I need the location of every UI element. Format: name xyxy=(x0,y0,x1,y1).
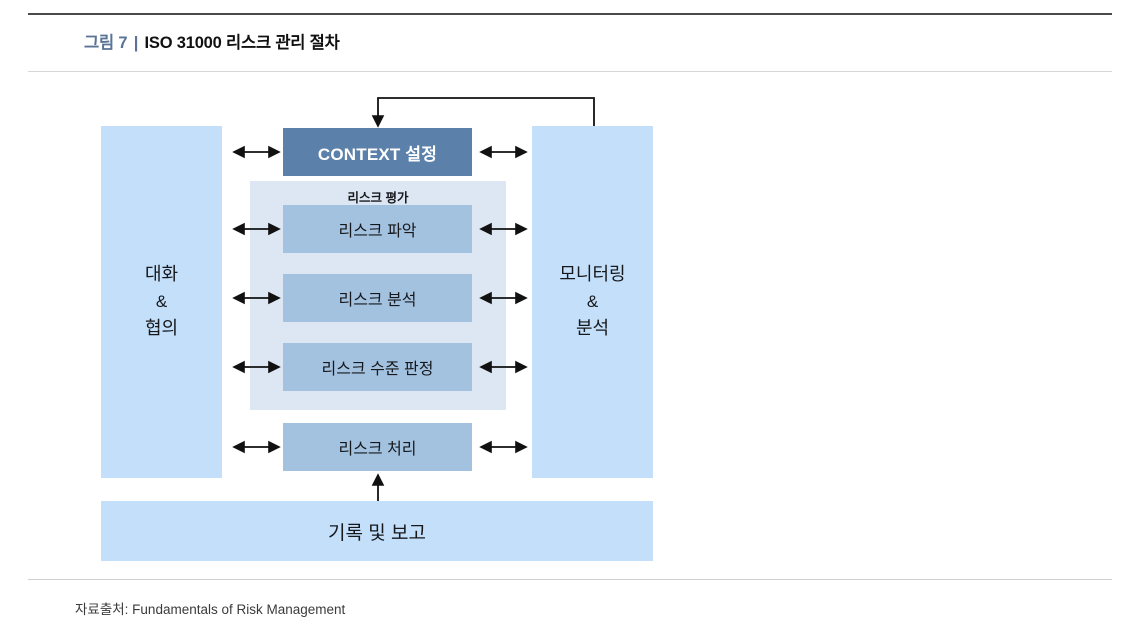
context-establishment-box: CONTEXT 설정 xyxy=(283,128,472,176)
feedback-loop-arrow xyxy=(371,97,595,128)
record-report-bar: 기록 및 보고 xyxy=(101,501,653,561)
risk-identification-label: 리스크 파악 xyxy=(338,223,417,240)
header-bottom-rule xyxy=(28,71,1112,72)
title-separator: | xyxy=(133,34,139,52)
page-title: 그림 7 | ISO 31000 리스크 관리 절차 xyxy=(84,29,340,53)
right-panel-line-2: & xyxy=(586,291,599,311)
communication-consultation-panel: 대화 & 협의 xyxy=(101,126,222,478)
risk-assessment-group-title: 리스크 평가 xyxy=(347,191,409,205)
left-panel-line-2: & xyxy=(155,291,168,311)
risk-analysis-box: 리스크 분석 xyxy=(283,274,472,322)
context-box-label: CONTEXT 설정 xyxy=(317,144,438,164)
source-note: 자료출처: Fundamentals of Risk Management xyxy=(75,602,346,617)
risk-evaluation-label: 리스크 수준 판정 xyxy=(321,361,434,378)
left-panel-line-3: 협의 xyxy=(144,318,179,339)
right-panel-line-1: 모니터링 xyxy=(559,263,626,284)
risk-analysis-label: 리스크 분석 xyxy=(338,292,417,309)
risk-identification-box: 리스크 파악 xyxy=(283,205,472,253)
right-panel-line-3: 분석 xyxy=(575,318,610,339)
risk-treatment-box: 리스크 처리 xyxy=(283,423,472,471)
left-panel-line-1: 대화 xyxy=(144,263,179,284)
risk-evaluation-box: 리스크 수준 판정 xyxy=(283,343,472,391)
figure-name: ISO 31000 리스크 관리 절차 xyxy=(144,34,340,52)
header-top-rule xyxy=(28,13,1112,15)
figure-number: 그림 7 xyxy=(84,34,128,52)
monitoring-review-panel: 모니터링 & 분석 xyxy=(532,126,653,478)
record-report-label: 기록 및 보고 xyxy=(328,522,426,544)
risk-treatment-label: 리스크 처리 xyxy=(338,441,417,458)
footer-rule xyxy=(28,579,1112,580)
